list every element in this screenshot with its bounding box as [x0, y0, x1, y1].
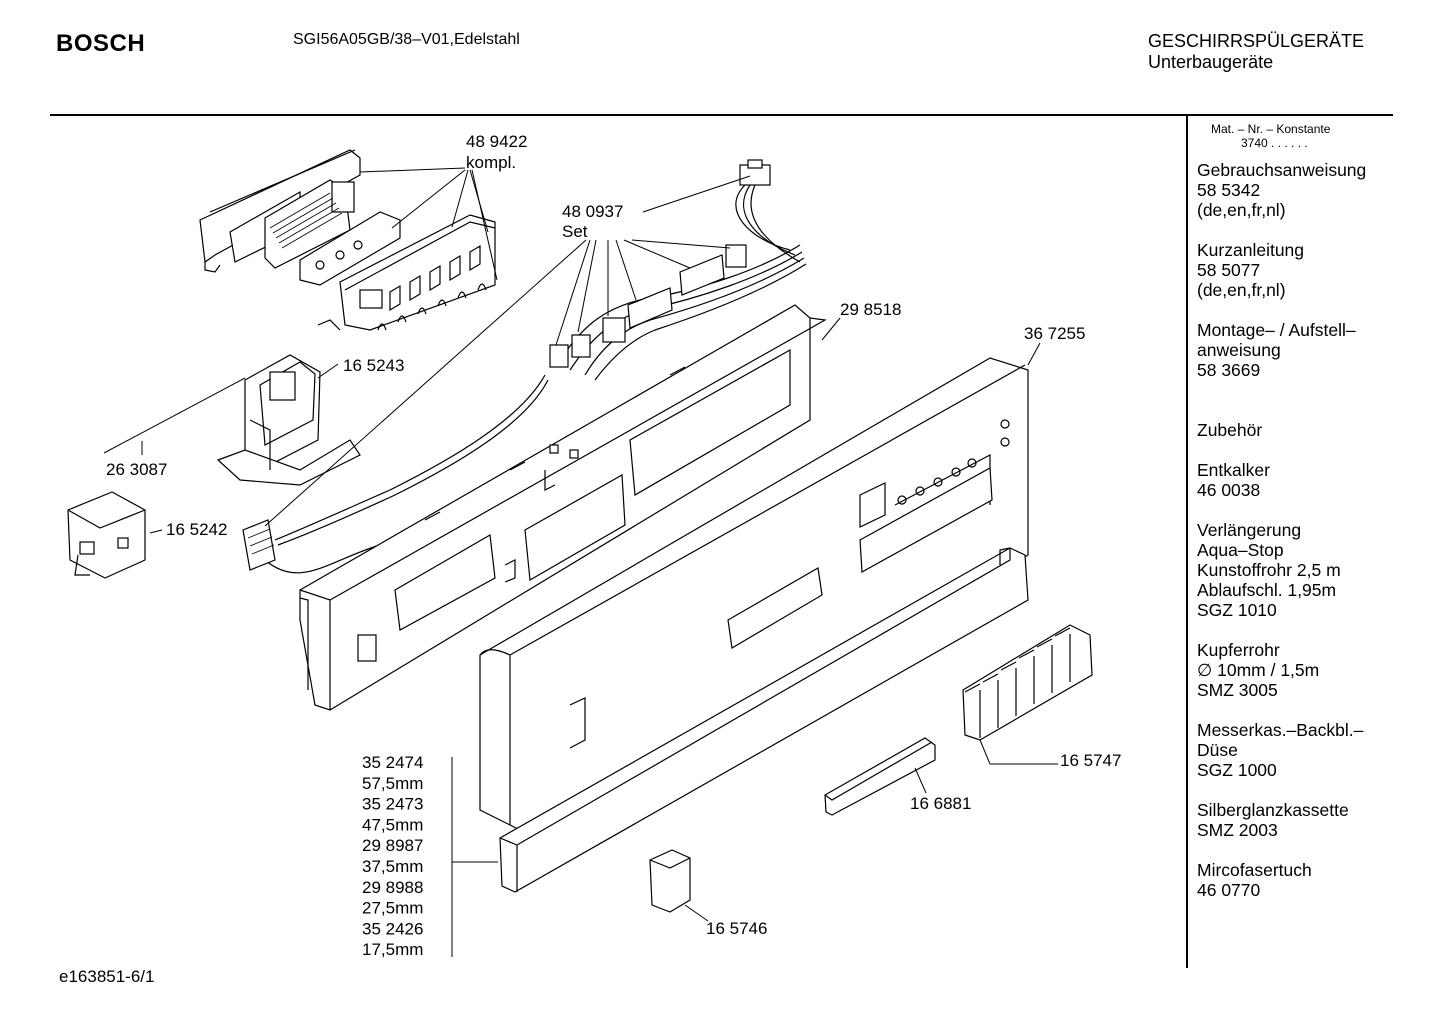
accessory-line: SGZ 1000	[1197, 760, 1277, 780]
category-title: GESCHIRRSPÜLGERÄTE Unterbaugeräte	[1148, 31, 1364, 73]
label-165746: 16 5746	[706, 919, 767, 938]
accessory-line: SMZ 3005	[1197, 680, 1278, 700]
accessory-line: SGZ 1010	[1197, 600, 1277, 620]
brand-logo: BOSCH	[56, 30, 146, 57]
label-263087: 26 3087	[106, 460, 167, 479]
accessory-line: (de,en,fr,nl)	[1197, 200, 1286, 220]
bracket-drawing	[216, 354, 361, 486]
accessory-line: ∅ 10mm / 1,5m	[1197, 660, 1320, 680]
part-labels: 48 9422 kompl. 48 0937 Set 29 8518 36 72…	[106, 132, 1121, 959]
panel-size-item: 35 2473	[362, 795, 423, 814]
label-166881: 16 6881	[910, 794, 971, 813]
control-frame-drawing	[299, 304, 827, 711]
header-divider	[50, 114, 1393, 116]
label-489422: 48 9422	[466, 132, 527, 151]
label-480937: 48 0937	[562, 202, 623, 221]
accessory-line: (de,en,fr,nl)	[1197, 280, 1286, 300]
accessory-line: 58 3669	[1197, 360, 1261, 380]
panel-size-item: 35 2474	[362, 753, 423, 772]
mat-value: 3740 . . . . . .	[1241, 136, 1308, 150]
sidebar-divider	[1186, 116, 1188, 968]
insert-strip-drawing	[824, 737, 936, 816]
cartridge-drawing	[649, 849, 691, 913]
panel-size-item: 47,5mm	[362, 815, 423, 834]
accessory-line: Aqua–Stop	[1197, 540, 1284, 560]
control-module-drawing	[199, 149, 496, 331]
accessory-line: anweisung	[1197, 340, 1281, 360]
button-set-drawing	[962, 624, 1093, 741]
label-298518: 29 8518	[840, 300, 901, 319]
label-165243: 16 5243	[343, 356, 404, 375]
accessory-line: Kupferrohr	[1197, 640, 1280, 660]
accessory-line: SMZ 2003	[1197, 820, 1278, 840]
accessory-line: 46 0038	[1197, 480, 1261, 500]
category-line-2: Unterbaugeräte	[1148, 52, 1274, 72]
accessory-line: Silberglanzkassette	[1197, 800, 1349, 820]
label-480937-sub: Set	[562, 222, 588, 241]
panel-size-item: 29 8988	[362, 878, 423, 897]
panel-size-item: 37,5mm	[362, 857, 423, 876]
accessory-line: Messerkas.–Backbl.–	[1197, 720, 1364, 740]
accessory-line: 58 5077	[1197, 260, 1261, 280]
label-165242: 16 5242	[166, 520, 227, 539]
switch-drawing	[67, 491, 146, 579]
accessory-line: 46 0770	[1197, 880, 1261, 900]
front-panel-drawing	[479, 357, 1029, 831]
kick-strip-drawing	[499, 547, 1029, 893]
accessory-line: 58 5342	[1197, 180, 1261, 200]
panel-size-item: 57,5mm	[362, 774, 423, 793]
panel-size-item: 27,5mm	[362, 899, 423, 918]
panel-size-item: 17,5mm	[362, 940, 423, 959]
mat-header: Mat. – Nr. – Konstante	[1211, 122, 1331, 136]
accessory-line: Verlängerung	[1197, 520, 1302, 540]
accessory-line: Düse	[1197, 740, 1238, 760]
cable-harness-drawing	[242, 159, 807, 574]
accessory-line: Entkalker	[1197, 460, 1270, 480]
category-line-1: GESCHIRRSPÜLGERÄTE	[1148, 31, 1365, 51]
accessory-block: Zubehör	[1197, 400, 1387, 440]
leader-lines	[103, 167, 1058, 957]
accessory-line: Zubehör	[1197, 420, 1263, 440]
model-number: SGI56A05GB/38–V01,Edelstahl	[293, 31, 520, 48]
panel-size-item: 29 8987	[362, 836, 423, 855]
accessory-line: Mircofasertuch	[1197, 860, 1312, 880]
document-id: e163851-6/1	[59, 967, 155, 986]
accessory-line: Ablaufschl. 1,95m	[1197, 580, 1337, 600]
panel-size-item: 35 2426	[362, 919, 423, 938]
label-367255: 36 7255	[1024, 324, 1085, 343]
label-489422-sub: kompl.	[466, 153, 516, 172]
accessory-line: Montage– / Aufstell–	[1197, 320, 1356, 340]
accessory-line: Kunstoffrohr 2,5 m	[1197, 560, 1341, 580]
label-165747: 16 5747	[1060, 751, 1121, 770]
accessory-line: Gebrauchsanweisung	[1197, 160, 1367, 180]
accessory-sidebar: Mat. – Nr. – Konstante 3740 . . . . . . …	[1197, 122, 1387, 920]
accessory-line: Kurzanleitung	[1197, 240, 1305, 260]
